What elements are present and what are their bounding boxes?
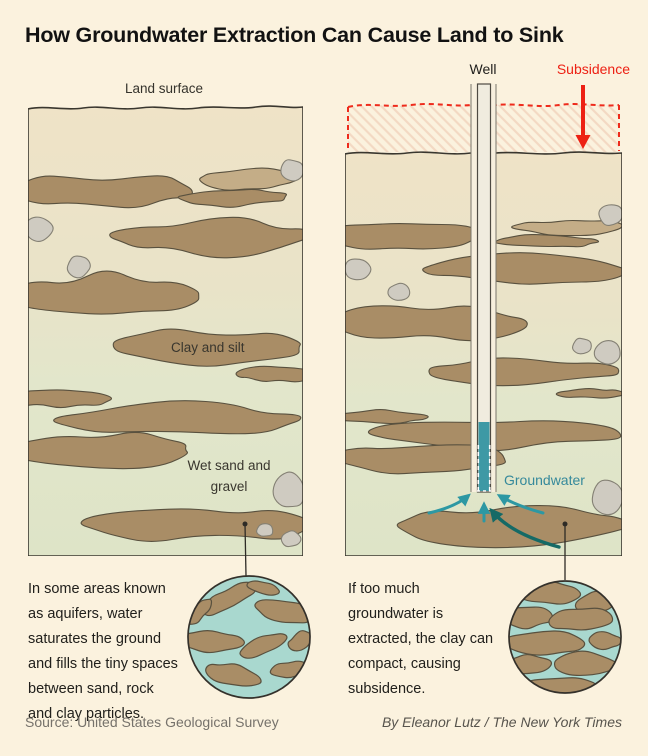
- well-casing-lines: [470, 84, 497, 492]
- rocks: [345, 204, 622, 516]
- blob-shape: [280, 159, 303, 182]
- left-caption: In some areas known as aquifers, water s…: [28, 577, 218, 727]
- byline-credit: By Eleanor Lutz / The New York Times: [381, 714, 622, 730]
- blob-shape: [555, 388, 622, 399]
- blob-shape: [287, 630, 310, 652]
- caption-line: compact, causing: [348, 656, 461, 672]
- aquifer-cross-section-diagram: [28, 105, 303, 556]
- groundwater-label: Groundwater: [504, 472, 585, 488]
- blob-shape: [28, 216, 54, 242]
- blob-shape: [494, 233, 600, 248]
- caption-line: If too much: [348, 581, 420, 597]
- blob-shape: [272, 471, 303, 508]
- gravel-line: and gravel: [210, 458, 271, 494]
- caption-line: groundwater is: [348, 606, 444, 622]
- caption-line: and clay particles.: [28, 706, 145, 722]
- blob-shape: [387, 282, 411, 301]
- blob-shape: [548, 607, 614, 631]
- page-title: How Groundwater Extraction Can Cause Lan…: [25, 23, 564, 47]
- blob-shape: [269, 660, 309, 679]
- blob-shape: [598, 204, 622, 227]
- caption-line: extracted, the clay can: [348, 631, 494, 647]
- land-surface-label: Land surface: [125, 81, 204, 96]
- rocks: [28, 159, 303, 548]
- caption-line: In some areas known: [28, 581, 166, 597]
- source-credit: Source: United States Geological Survey: [25, 714, 279, 730]
- caption-line: between sand, rock: [28, 681, 154, 697]
- caption-line: subsidence.: [348, 681, 426, 697]
- former-land-dashed-top: [347, 103, 620, 108]
- blob-shape: [112, 328, 301, 367]
- blob-shape: [28, 431, 188, 470]
- blob-shape: [235, 365, 303, 383]
- blob-shape: [574, 590, 619, 612]
- well-tube: [476, 83, 492, 493]
- blob-shape: [246, 580, 280, 596]
- well-screen-dashes: [477, 445, 491, 491]
- subsidence-label: Subsidence: [556, 61, 630, 77]
- caption-line: saturates the ground: [28, 631, 162, 647]
- subsidence-cross-section-diagram: [345, 83, 622, 556]
- blob-shape: [199, 167, 299, 191]
- wet-sand-line: Wet sand: [187, 458, 245, 473]
- well-pipe: [470, 83, 497, 493]
- blob-shape: [80, 508, 303, 542]
- right-caption: If too much groundwater is extracted, th…: [348, 577, 538, 702]
- blob-shape: [28, 270, 200, 315]
- blob-shape: [571, 337, 592, 355]
- blob-shape: [593, 340, 621, 365]
- blob-shape: [109, 216, 303, 259]
- blob-shape: [254, 599, 310, 624]
- blob-shape: [28, 389, 112, 409]
- blob-shape: [553, 650, 619, 677]
- blob-shape: [66, 255, 91, 279]
- blob-shape: [280, 530, 302, 548]
- well-label: Well: [469, 61, 497, 77]
- wet-sand-gravel-label: Wet sand and gravel: [183, 455, 275, 497]
- blob-shape: [345, 223, 478, 250]
- blob-shape: [591, 479, 622, 516]
- blob-shape: [53, 400, 302, 435]
- groundwater-flow-arrows-icon: [427, 493, 561, 549]
- blob-shape: [256, 523, 274, 537]
- clay-and-silt-label: Clay and silt: [171, 340, 245, 355]
- caption-line: as aquifers, water: [28, 606, 143, 622]
- caption-line: and fills the tiny spaces: [28, 656, 178, 672]
- panel-border: [28, 105, 303, 556]
- subsidence-arrow-icon: [575, 85, 591, 149]
- blob-shape: [28, 175, 193, 209]
- blob-shape: [177, 188, 288, 208]
- blob-shape: [588, 631, 621, 651]
- blob-shape: [239, 633, 288, 659]
- well-water: [478, 422, 490, 491]
- clay-lenses: [28, 167, 303, 542]
- blob-shape: [345, 258, 372, 281]
